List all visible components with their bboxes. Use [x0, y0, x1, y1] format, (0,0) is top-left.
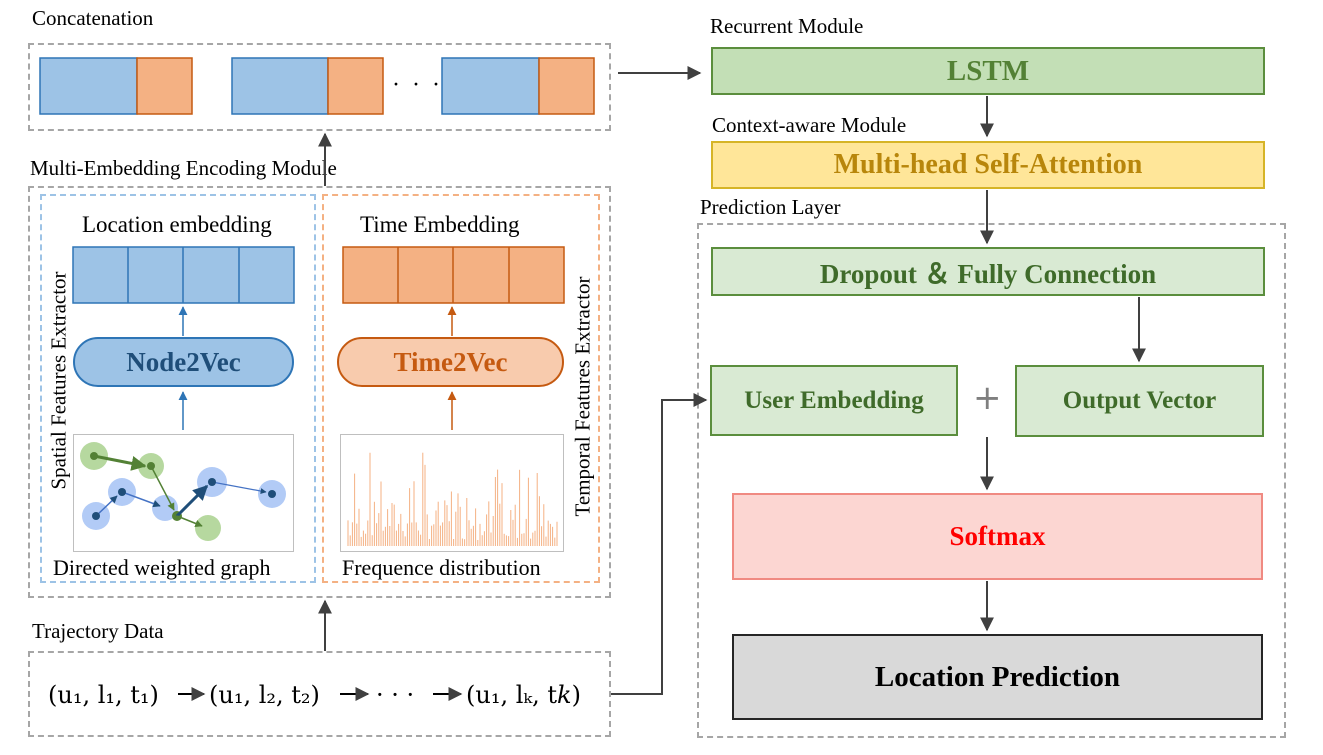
user-embedding-box: User Embedding	[710, 365, 958, 436]
prediction-layer-label: Prediction Layer	[700, 195, 841, 219]
trajectory-item-k: (u₁, lₖ, t𝑘)	[466, 681, 581, 709]
user-embedding-text: User Embedding	[744, 386, 924, 414]
node2vec-label: Node2Vec	[126, 346, 241, 377]
lstm-box: LSTM	[711, 47, 1265, 95]
output-vector-box: Output Vector	[1015, 365, 1264, 437]
concat-block-k-time	[538, 57, 595, 115]
time2vec-pill: Time2Vec	[337, 337, 564, 387]
multi-embedding-label: Multi-Embedding Encoding Module	[30, 156, 337, 180]
trajectory-label: Trajectory Data	[32, 619, 164, 643]
concatenation-box	[28, 43, 611, 131]
plus-sign: +	[973, 378, 1002, 418]
concat-block-1-location	[39, 57, 138, 115]
lstm-text: LSTM	[946, 54, 1030, 87]
softmax-box: Softmax	[732, 493, 1263, 580]
frequency-distribution-illustration	[347, 452, 558, 546]
trajectory-item-2: (u₁, l₂, t₂)	[209, 681, 320, 709]
trajectory-ellipsis: · · ·	[376, 681, 415, 709]
spatial-panel	[40, 194, 316, 583]
concatenation-label: Concatenation	[32, 6, 154, 30]
time-embedding-vector	[342, 246, 565, 304]
concat-block-2-location	[231, 57, 329, 115]
location-embedding-title: Location embedding	[82, 212, 272, 237]
trajectory-item-1: (u₁, l₁, t₁)	[48, 681, 159, 709]
graph-figure-frame	[73, 434, 294, 552]
freq-caption: Frequence distribution	[342, 555, 541, 580]
time2vec-label: Time2Vec	[393, 346, 508, 377]
concat-block-k-location	[441, 57, 540, 115]
graph-caption: Directed weighted graph	[53, 555, 271, 580]
location-prediction-text: Location Prediction	[874, 660, 1121, 693]
softmax-text: Softmax	[949, 521, 1046, 551]
location-embedding-vector	[72, 246, 295, 304]
trajectory-box	[28, 651, 611, 737]
temporal-panel	[322, 194, 600, 583]
concat-blocks	[39, 57, 595, 115]
recurrent-module-label: Recurrent Module	[710, 14, 864, 38]
dropout-fc-box: Dropout ＆ Fully Connection	[711, 247, 1265, 296]
freq-figure-frame	[340, 434, 564, 552]
concat-ellipsis: · · ·	[392, 72, 443, 98]
directed-graph-illustration	[80, 442, 286, 541]
attention-box: Multi-head Self-Attention	[711, 141, 1265, 189]
concat-block-2-time	[327, 57, 384, 115]
dropout-fc-text: Dropout ＆ Fully Connection	[819, 259, 1157, 289]
prediction-layer-box	[697, 223, 1286, 738]
arrow-trajectory-to-user-embedding	[611, 393, 708, 695]
context-module-label: Context-aware Module	[712, 113, 907, 137]
concat-block-1-time	[136, 57, 193, 115]
multi-embedding-box	[28, 186, 611, 598]
node2vec-pill: Node2Vec	[73, 337, 294, 387]
output-vector-text: Output Vector	[1062, 387, 1217, 414]
time-embedding-title: Time Embedding	[360, 212, 520, 237]
location-prediction-box: Location Prediction	[732, 634, 1263, 720]
attention-text: Multi-head Self-Attention	[833, 149, 1143, 180]
